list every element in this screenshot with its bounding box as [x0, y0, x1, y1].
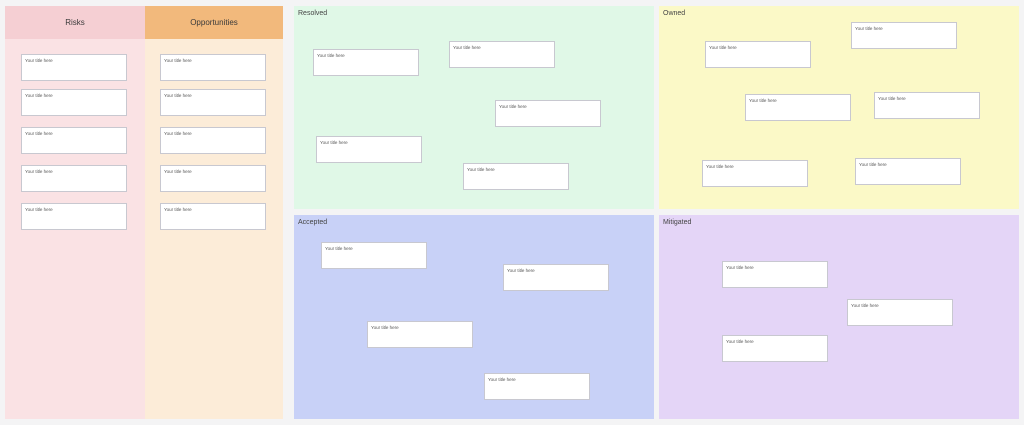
card-title: Your title here	[726, 265, 754, 270]
owned-zone: Owned Your title here Your title here Yo…	[659, 6, 1019, 209]
opportunity-card[interactable]: Your title here	[160, 203, 266, 230]
card-title: Your title here	[164, 169, 192, 174]
card-title: Your title here	[25, 207, 53, 212]
card-title: Your title here	[25, 169, 53, 174]
opportunity-card[interactable]: Your title here	[160, 165, 266, 192]
card-title: Your title here	[371, 325, 399, 330]
owned-label: Owned	[663, 10, 686, 17]
mitigated-zone: Mitigated Your title here Your title her…	[659, 215, 1019, 419]
accepted-zone: Accepted Your title here Your title here…	[294, 215, 654, 419]
card-title: Your title here	[855, 26, 883, 31]
opportunities-header: Opportunities	[145, 6, 283, 39]
card-title: Your title here	[859, 162, 887, 167]
card-title: Your title here	[320, 140, 348, 145]
card-title: Your title here	[851, 303, 879, 308]
mitigated-label: Mitigated	[663, 219, 692, 226]
card-title: Your title here	[25, 93, 53, 98]
card-title: Your title here	[25, 131, 53, 136]
resolved-card[interactable]: Your title here	[463, 163, 569, 190]
accepted-label: Accepted	[298, 219, 328, 226]
card-title: Your title here	[499, 104, 527, 109]
card-title: Your title here	[709, 45, 737, 50]
mitigated-card[interactable]: Your title here	[722, 261, 828, 288]
owned-card[interactable]: Your title here	[874, 92, 980, 119]
opportunity-card[interactable]: Your title here	[160, 127, 266, 154]
resolved-zone: Resolved Your title here Your title here…	[294, 6, 654, 209]
risks-title: Risks	[65, 18, 85, 27]
mitigated-card[interactable]: Your title here	[722, 335, 828, 362]
opportunity-card[interactable]: Your title here	[160, 89, 266, 116]
resolved-card[interactable]: Your title here	[313, 49, 419, 76]
opportunity-card[interactable]: Your title here	[160, 54, 266, 81]
owned-card[interactable]: Your title here	[855, 158, 961, 185]
resolved-card[interactable]: Your title here	[449, 41, 555, 68]
card-title: Your title here	[706, 164, 734, 169]
risks-column: Your title here Your title here Your tit…	[5, 39, 145, 419]
owned-card[interactable]: Your title here	[705, 41, 811, 68]
risk-card[interactable]: Your title here	[21, 127, 127, 154]
card-title: Your title here	[726, 339, 754, 344]
card-title: Your title here	[164, 58, 192, 63]
risk-card[interactable]: Your title here	[21, 89, 127, 116]
owned-card[interactable]: Your title here	[702, 160, 808, 187]
accepted-card[interactable]: Your title here	[367, 321, 473, 348]
risk-card[interactable]: Your title here	[21, 203, 127, 230]
accepted-card[interactable]: Your title here	[503, 264, 609, 291]
owned-card[interactable]: Your title here	[851, 22, 957, 49]
resolved-label: Resolved	[298, 10, 328, 17]
card-title: Your title here	[164, 207, 192, 212]
accepted-card[interactable]: Your title here	[484, 373, 590, 400]
card-title: Your title here	[453, 45, 481, 50]
card-title: Your title here	[317, 53, 345, 58]
opportunities-title: Opportunities	[190, 18, 238, 27]
opportunities-column: Your title here Your title here Your tit…	[145, 39, 283, 419]
risk-card[interactable]: Your title here	[21, 54, 127, 81]
card-title: Your title here	[164, 93, 192, 98]
card-title: Your title here	[25, 58, 53, 63]
card-title: Your title here	[164, 131, 192, 136]
mitigated-card[interactable]: Your title here	[847, 299, 953, 326]
owned-card[interactable]: Your title here	[745, 94, 851, 121]
card-title: Your title here	[878, 96, 906, 101]
card-title: Your title here	[507, 268, 535, 273]
risks-header: Risks	[5, 6, 145, 39]
card-title: Your title here	[467, 167, 495, 172]
accepted-card[interactable]: Your title here	[321, 242, 427, 269]
resolved-card[interactable]: Your title here	[316, 136, 422, 163]
risk-card[interactable]: Your title here	[21, 165, 127, 192]
card-title: Your title here	[488, 377, 516, 382]
resolved-card[interactable]: Your title here	[495, 100, 601, 127]
card-title: Your title here	[749, 98, 777, 103]
card-title: Your title here	[325, 246, 353, 251]
